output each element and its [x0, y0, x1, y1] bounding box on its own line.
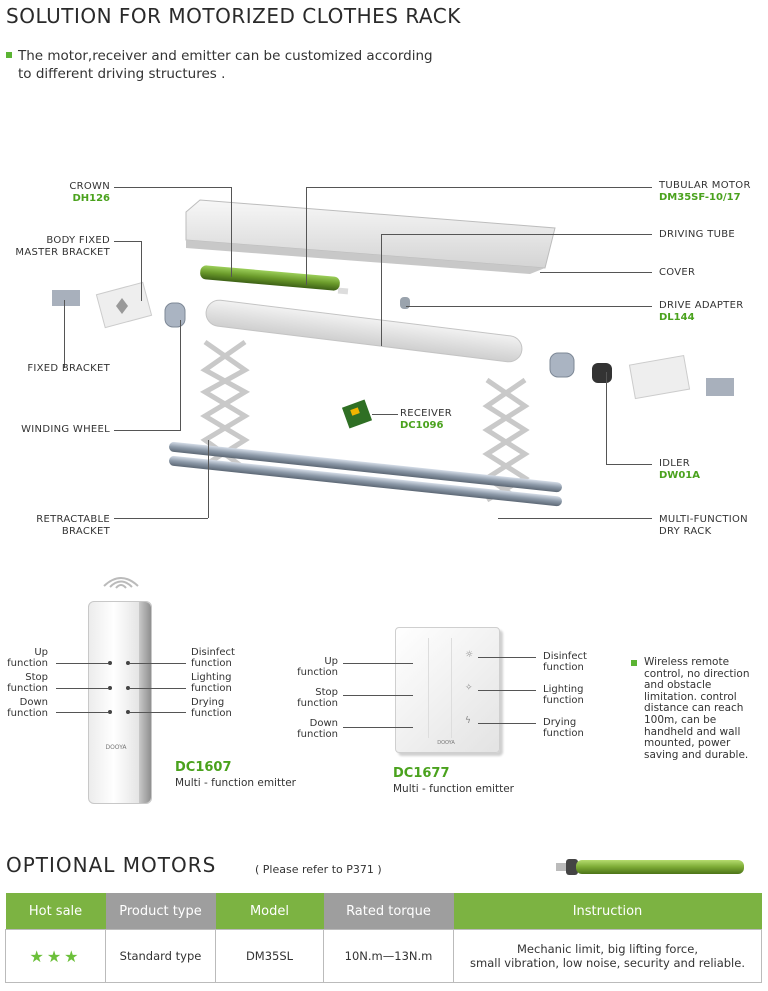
label-dry-rack-2: DRY RACK: [659, 526, 712, 537]
e1-stop-2: function: [7, 683, 48, 694]
e1-lighting-1: Lighting: [191, 672, 232, 683]
code-receiver: DC1096: [400, 420, 444, 431]
rack-exploded-diagram: [52, 199, 734, 507]
e2-drying-1: Drying: [543, 717, 577, 728]
cover-edge: [186, 240, 545, 274]
th-hot-sale: Hot sale: [5, 893, 106, 930]
switch-brand: DOOYA: [437, 740, 455, 746]
rod-1-shape: [169, 441, 562, 493]
cover-shape: [185, 199, 556, 269]
code-crown: DH126: [72, 193, 110, 204]
instruction-line-1: Mechanic limit, big lifting force,: [517, 942, 698, 956]
label-receiver: RECEIVER: [400, 408, 453, 419]
th-instruction: Instruction: [453, 893, 762, 930]
intro-line-1: The motor,receiver and emitter can be cu…: [18, 48, 433, 64]
e2-disinfect-1: Disinfect: [543, 651, 587, 662]
cell-stars: ★★★: [5, 929, 106, 983]
label-winding-wheel: WINDING WHEEL: [21, 424, 110, 435]
e1-down-2: function: [7, 708, 48, 719]
optional-motors-table: Hot sale Product type Model Rated torque…: [5, 893, 762, 983]
e2-up-2: function: [297, 667, 338, 678]
idler-shape: [592, 363, 612, 383]
e2-up-1: Up: [324, 656, 338, 667]
e1-subtitle: Multi - function emitter: [175, 777, 296, 789]
th-product-type: Product type: [105, 893, 216, 930]
light-icon: ✧: [465, 683, 473, 693]
e1-drying-2: function: [191, 708, 232, 719]
winding-wheel-right-shape: [549, 352, 575, 378]
code-tubular-motor: DM35SF-10/17: [659, 192, 741, 203]
label-tubular-motor: TUBULAR MOTOR: [659, 180, 751, 191]
e1-up-1: Up: [34, 647, 48, 658]
label-driving-tube: DRIVING TUBE: [659, 229, 736, 240]
e1-drying-1: Drying: [191, 697, 225, 708]
label-retractable-1: RETRACTABLE: [36, 514, 110, 525]
th-rated-torque: Rated torque: [323, 893, 454, 930]
label-crown: CROWN: [69, 181, 110, 192]
e2-disinfect-2: function: [543, 662, 584, 673]
remote-dc1607: DOOYA: [88, 601, 152, 804]
e1-model: DC1607: [175, 760, 232, 775]
instruction-line-2: small vibration, low noise, security and…: [470, 956, 745, 970]
label-cover: COVER: [659, 267, 696, 278]
e1-disinfect-2: function: [191, 658, 232, 669]
label-drive-adapter: DRIVE ADAPTER: [659, 300, 744, 311]
label-body-fixed-2: MASTER BRACKET: [15, 247, 110, 258]
table-row: ★★★ Standard type DM35SL 10N.m—13N.m Mec…: [5, 929, 762, 983]
left-scissor-shape: [199, 339, 251, 468]
e2-lighting-2: function: [543, 695, 584, 706]
e2-model: DC1677: [393, 766, 450, 781]
remote-brand: DOOYA: [105, 744, 127, 751]
intro-text: The motor,receiver and emitter can be cu…: [6, 47, 448, 83]
page-title: SOLUTION FOR MOTORIZED CLOTHES RACK: [6, 4, 461, 28]
drying-icon: ϟ: [465, 716, 471, 726]
rod-2-shape: [169, 455, 562, 507]
driving-tube-shape: [205, 299, 523, 363]
label-body-fixed-1: BODY FIXED: [46, 235, 110, 246]
e1-disinfect-1: Disinfect: [191, 647, 235, 658]
label-fixed-bracket: FIXED BRACKET: [27, 363, 110, 374]
cell-torque: 10N.m—13N.m: [323, 929, 454, 983]
e2-stop-1: Stop: [315, 687, 338, 698]
cell-instruction: Mechanic limit, big lifting force, small…: [453, 929, 762, 983]
sun-icon: ☼: [465, 650, 474, 660]
e2-stop-2: function: [297, 698, 338, 709]
e2-lighting-1: Lighting: [543, 684, 584, 695]
star-rating: ★★★: [29, 946, 82, 966]
e1-down-1: Down: [19, 697, 48, 708]
e2-drying-2: function: [543, 728, 584, 739]
e2-down-2: function: [297, 729, 338, 740]
e1-up-2: function: [7, 658, 48, 669]
label-retractable-2: BRACKET: [61, 526, 110, 537]
e1-lighting-2: function: [191, 683, 232, 694]
drive-adapter-shape: [400, 297, 410, 309]
fixed-bracket-shape: [52, 290, 80, 306]
wireless-bullet-icon: [631, 660, 637, 666]
label-idler: IDLER: [659, 458, 690, 469]
intro-line-2: to different driving structures .: [18, 66, 226, 82]
winding-wheel-shape: [164, 302, 186, 328]
e2-subtitle: Multi - function emitter: [393, 783, 514, 795]
code-idler: DW01A: [659, 470, 700, 481]
bullet-icon: [6, 52, 12, 58]
cell-model: DM35SL: [215, 929, 324, 983]
code-drive-adapter: DL144: [659, 312, 695, 323]
e1-stop-1: Stop: [25, 672, 48, 683]
optional-note: ( Please refer to P371 ): [255, 863, 382, 876]
label-dry-rack-1: MULTI-FUNCTION: [659, 514, 748, 525]
tubular-motor-shape: [200, 265, 340, 291]
optional-title: OPTIONAL MOTORS: [6, 853, 217, 877]
wireless-note: Wireless remote control, no direction an…: [644, 656, 750, 761]
th-model: Model: [215, 893, 324, 930]
wireless-signal-icon: [103, 577, 139, 589]
cell-type: Standard type: [105, 929, 216, 983]
motor-illustration: [556, 859, 744, 875]
e2-down-1: Down: [309, 718, 338, 729]
